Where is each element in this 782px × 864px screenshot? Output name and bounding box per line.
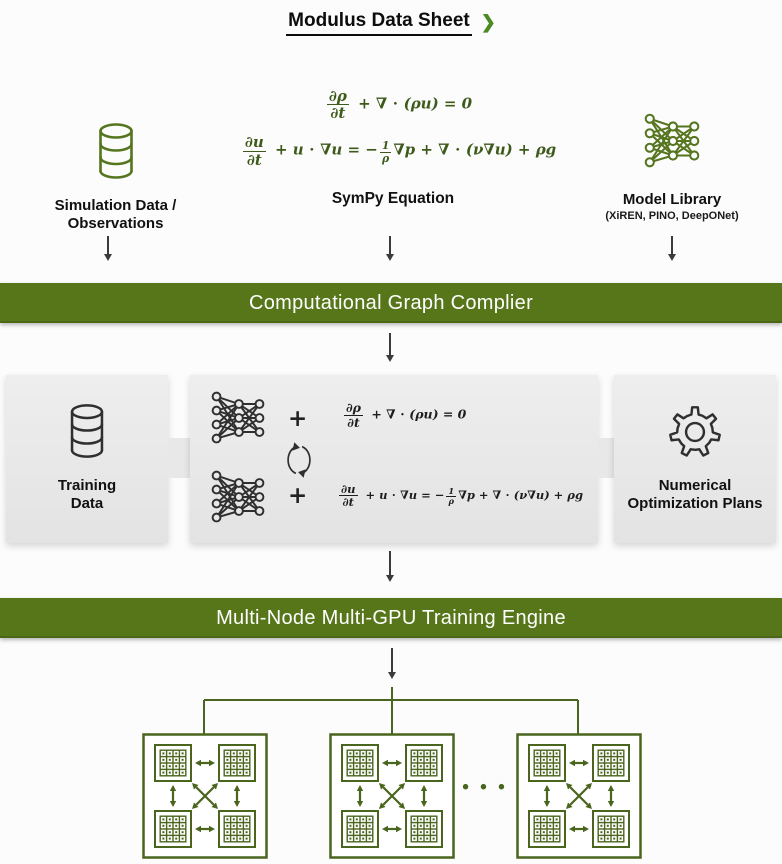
continuity-equation-graph: ∂ρ∂t + ∇ ⋅ (ρu) = 0 (344, 400, 467, 430)
gear-icon (669, 406, 721, 457)
box-connector (598, 438, 614, 478)
sympy-equation-label: SymPy Equation (331, 190, 455, 207)
model-library-label: Model Library (622, 191, 722, 208)
compiler-banner-label: Computational Graph Complier (248, 291, 534, 314)
down-arrow-icon (385, 236, 394, 261)
compiler-banner: Computational Graph Complier (0, 283, 782, 323)
fanout-bracket (203, 687, 579, 734)
gpu-node-diagram (329, 733, 455, 859)
neural-network-icon (644, 113, 700, 168)
training-engine-banner-label: Multi-Node Multi-GPU Training Engine (216, 606, 566, 629)
neural-network-icon (211, 391, 265, 444)
plus-operator: + (288, 482, 308, 509)
training-data-box: Training Data (6, 375, 168, 543)
page-title: Modulus Data Sheet ❯ (0, 10, 782, 36)
down-arrow-icon (103, 236, 112, 261)
neural-network-icon (211, 470, 265, 523)
down-arrow-icon (387, 648, 396, 679)
training-data-label: Training Data (57, 477, 117, 512)
plus-operator: + (288, 405, 308, 432)
numerical-plans-label: Numerical Optimization Plans (627, 477, 763, 512)
database-icon (70, 404, 104, 458)
title-link[interactable]: Modulus Data Sheet (286, 10, 472, 36)
cycle-arrows-icon (287, 442, 311, 478)
numerical-optimization-box: Numerical Optimization Plans (614, 375, 776, 543)
model-library-column: Model Library (XiREN, PINO, DeepONet) (597, 110, 747, 222)
simulation-data-label: Simulation Data / Observations (54, 197, 177, 232)
continuity-equation: ∂ρ∂t + ∇ ⋅ (ρu) = 0 (326, 87, 473, 123)
down-arrow-icon (385, 551, 394, 582)
down-arrow-icon (385, 333, 394, 362)
database-icon (98, 123, 133, 179)
gpu-node-diagram (516, 733, 642, 859)
gpu-node-diagram (142, 733, 268, 859)
training-engine-banner: Multi-Node Multi-GPU Training Engine (0, 598, 782, 638)
chevron-right-icon: ❯ (480, 11, 496, 32)
down-arrow-icon (667, 236, 676, 261)
model-library-sublabel: (XiREN, PINO, DeepONet) (605, 209, 739, 222)
box-connector (168, 438, 190, 478)
ellipsis-more-nodes: • • • (462, 777, 508, 798)
computational-graph-box: + ∂ρ∂t + ∇ ⋅ (ρu) = 0 + ∂u∂t + u ⋅ ∇u = … (190, 375, 598, 543)
simulation-data-column: Simulation Data / Observations (28, 122, 203, 232)
